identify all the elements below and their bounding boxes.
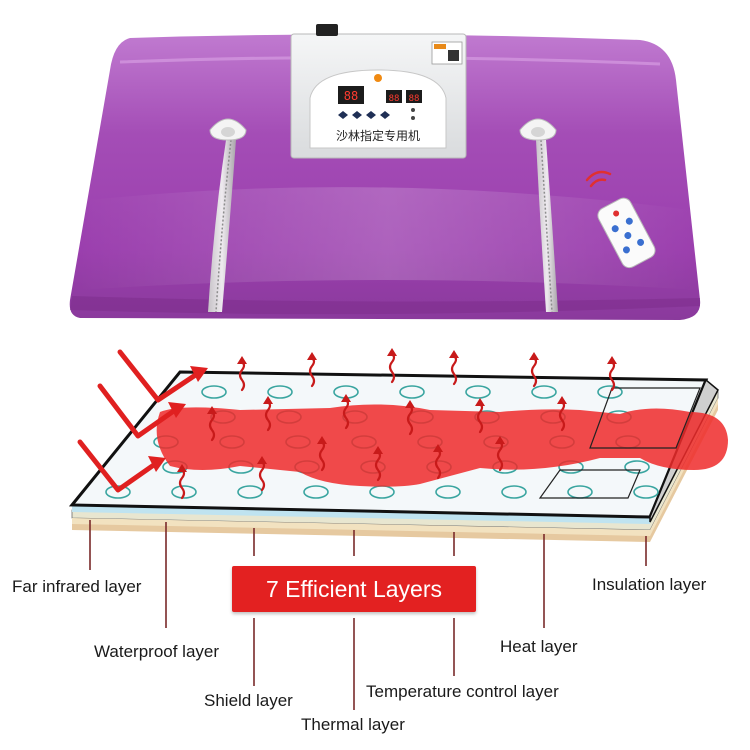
layer-label-waterproof: Waterproof layer (94, 642, 220, 661)
mat-dot (624, 460, 650, 474)
heat-arrow-head (373, 446, 383, 454)
heat-arrow-head (475, 398, 485, 406)
left-display-readout: 88 (344, 89, 358, 103)
mat-dot (201, 385, 227, 399)
heat-wave-arrow (178, 468, 186, 500)
mat-dot (399, 385, 425, 399)
heat-wave-arrow (208, 410, 216, 442)
heat-wave-arrow (450, 354, 458, 386)
heat-arrow-head (433, 444, 443, 452)
banner-text: 7 Efficient Layers (265, 575, 442, 602)
heat-wave-arrow (238, 360, 246, 392)
layer-label-temperature-control: Temperature control layer (366, 682, 559, 701)
control-panel (290, 24, 467, 159)
heat-arrow-head (257, 456, 267, 464)
heat-wave-arrow (342, 398, 350, 430)
right-display-readout-2: 88 (409, 94, 420, 104)
heat-arrow-head (405, 400, 415, 408)
heat-arrow-head (307, 352, 317, 360)
sauna-blanket (69, 34, 701, 320)
wireless-signal-icon (585, 170, 612, 188)
heat-wave-arrow (318, 440, 326, 472)
layer-label-shield: Shield layer (204, 691, 293, 710)
heat-wave-arrow (374, 450, 382, 482)
heat-arrow-head (529, 352, 539, 360)
leader-lines (89, 520, 647, 710)
heat-wave-arrow (530, 356, 538, 388)
heat-wave-arrow (264, 400, 272, 432)
heat-wave-arrow (308, 356, 316, 388)
heat-arrow-head (387, 348, 397, 356)
body-silhouette (156, 404, 728, 487)
heat-arrow-head (177, 464, 187, 472)
mat-dot (237, 485, 263, 499)
mat-dot (303, 485, 329, 499)
heat-wave-arrow (434, 448, 442, 480)
heat-arrow-head (557, 396, 567, 404)
mat-dot (597, 385, 623, 399)
heat-arrow-head (449, 350, 459, 358)
heat-wave-arrow (388, 352, 396, 384)
heat-arrow-head (341, 394, 351, 402)
heat-wave-arrow (476, 402, 484, 434)
layer-label-thermal: Thermal layer (301, 715, 405, 734)
mat-dot (267, 385, 293, 399)
heat-arrow-head (263, 396, 273, 404)
heat-wave-arrow (558, 400, 566, 432)
layer-label-heat: Heat layer (500, 637, 578, 656)
mat-dot (633, 485, 659, 499)
heat-wave-arrow (608, 360, 616, 392)
far-infrared-arrows (77, 349, 203, 493)
heat-arrow-head (607, 356, 617, 364)
mat-dot (465, 385, 491, 399)
controller-brand-text: 沙林指定专用机 (336, 128, 420, 143)
layer-label-insulation: Insulation layer (592, 575, 707, 594)
heat-arrow-head (237, 356, 247, 364)
heat-wave-arrow (496, 440, 504, 472)
heat-wave-arrow (406, 404, 414, 436)
heat-wave-arrow (258, 460, 266, 492)
layer-label-far-infrared: Far infrared layer (12, 577, 142, 596)
mat-dot (501, 485, 527, 499)
heat-arrow-head (495, 436, 505, 444)
remote-control (585, 170, 656, 269)
right-zipper-pull (519, 118, 557, 141)
heat-arrow-head (317, 436, 327, 444)
mat-dot (435, 485, 461, 499)
layer-diagram (68, 348, 728, 542)
left-zipper-pull (209, 118, 247, 141)
mat-dot (171, 485, 197, 499)
layers-banner: 7 Efficient Layers (232, 566, 476, 612)
heat-arrow-head (207, 406, 217, 414)
mat-dot (531, 385, 557, 399)
right-display-readout-1: 88 (389, 94, 400, 104)
